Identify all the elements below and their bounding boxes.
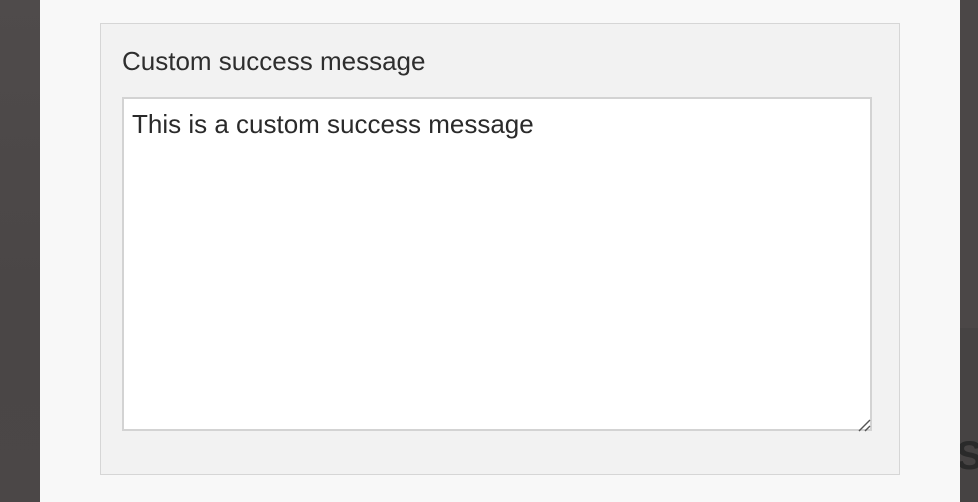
success-message-label: Custom success message [122,46,426,76]
page-backdrop-left [0,0,40,502]
modal-dialog: Custom success message [40,0,960,502]
page-backdrop-right [960,0,978,502]
success-message-field: Custom success message [100,23,900,475]
success-message-textarea[interactable] [122,97,872,431]
resize-grip-icon[interactable] [857,418,871,432]
page-backdrop-right-lower [960,328,978,502]
background-partial-text: S [956,434,978,478]
